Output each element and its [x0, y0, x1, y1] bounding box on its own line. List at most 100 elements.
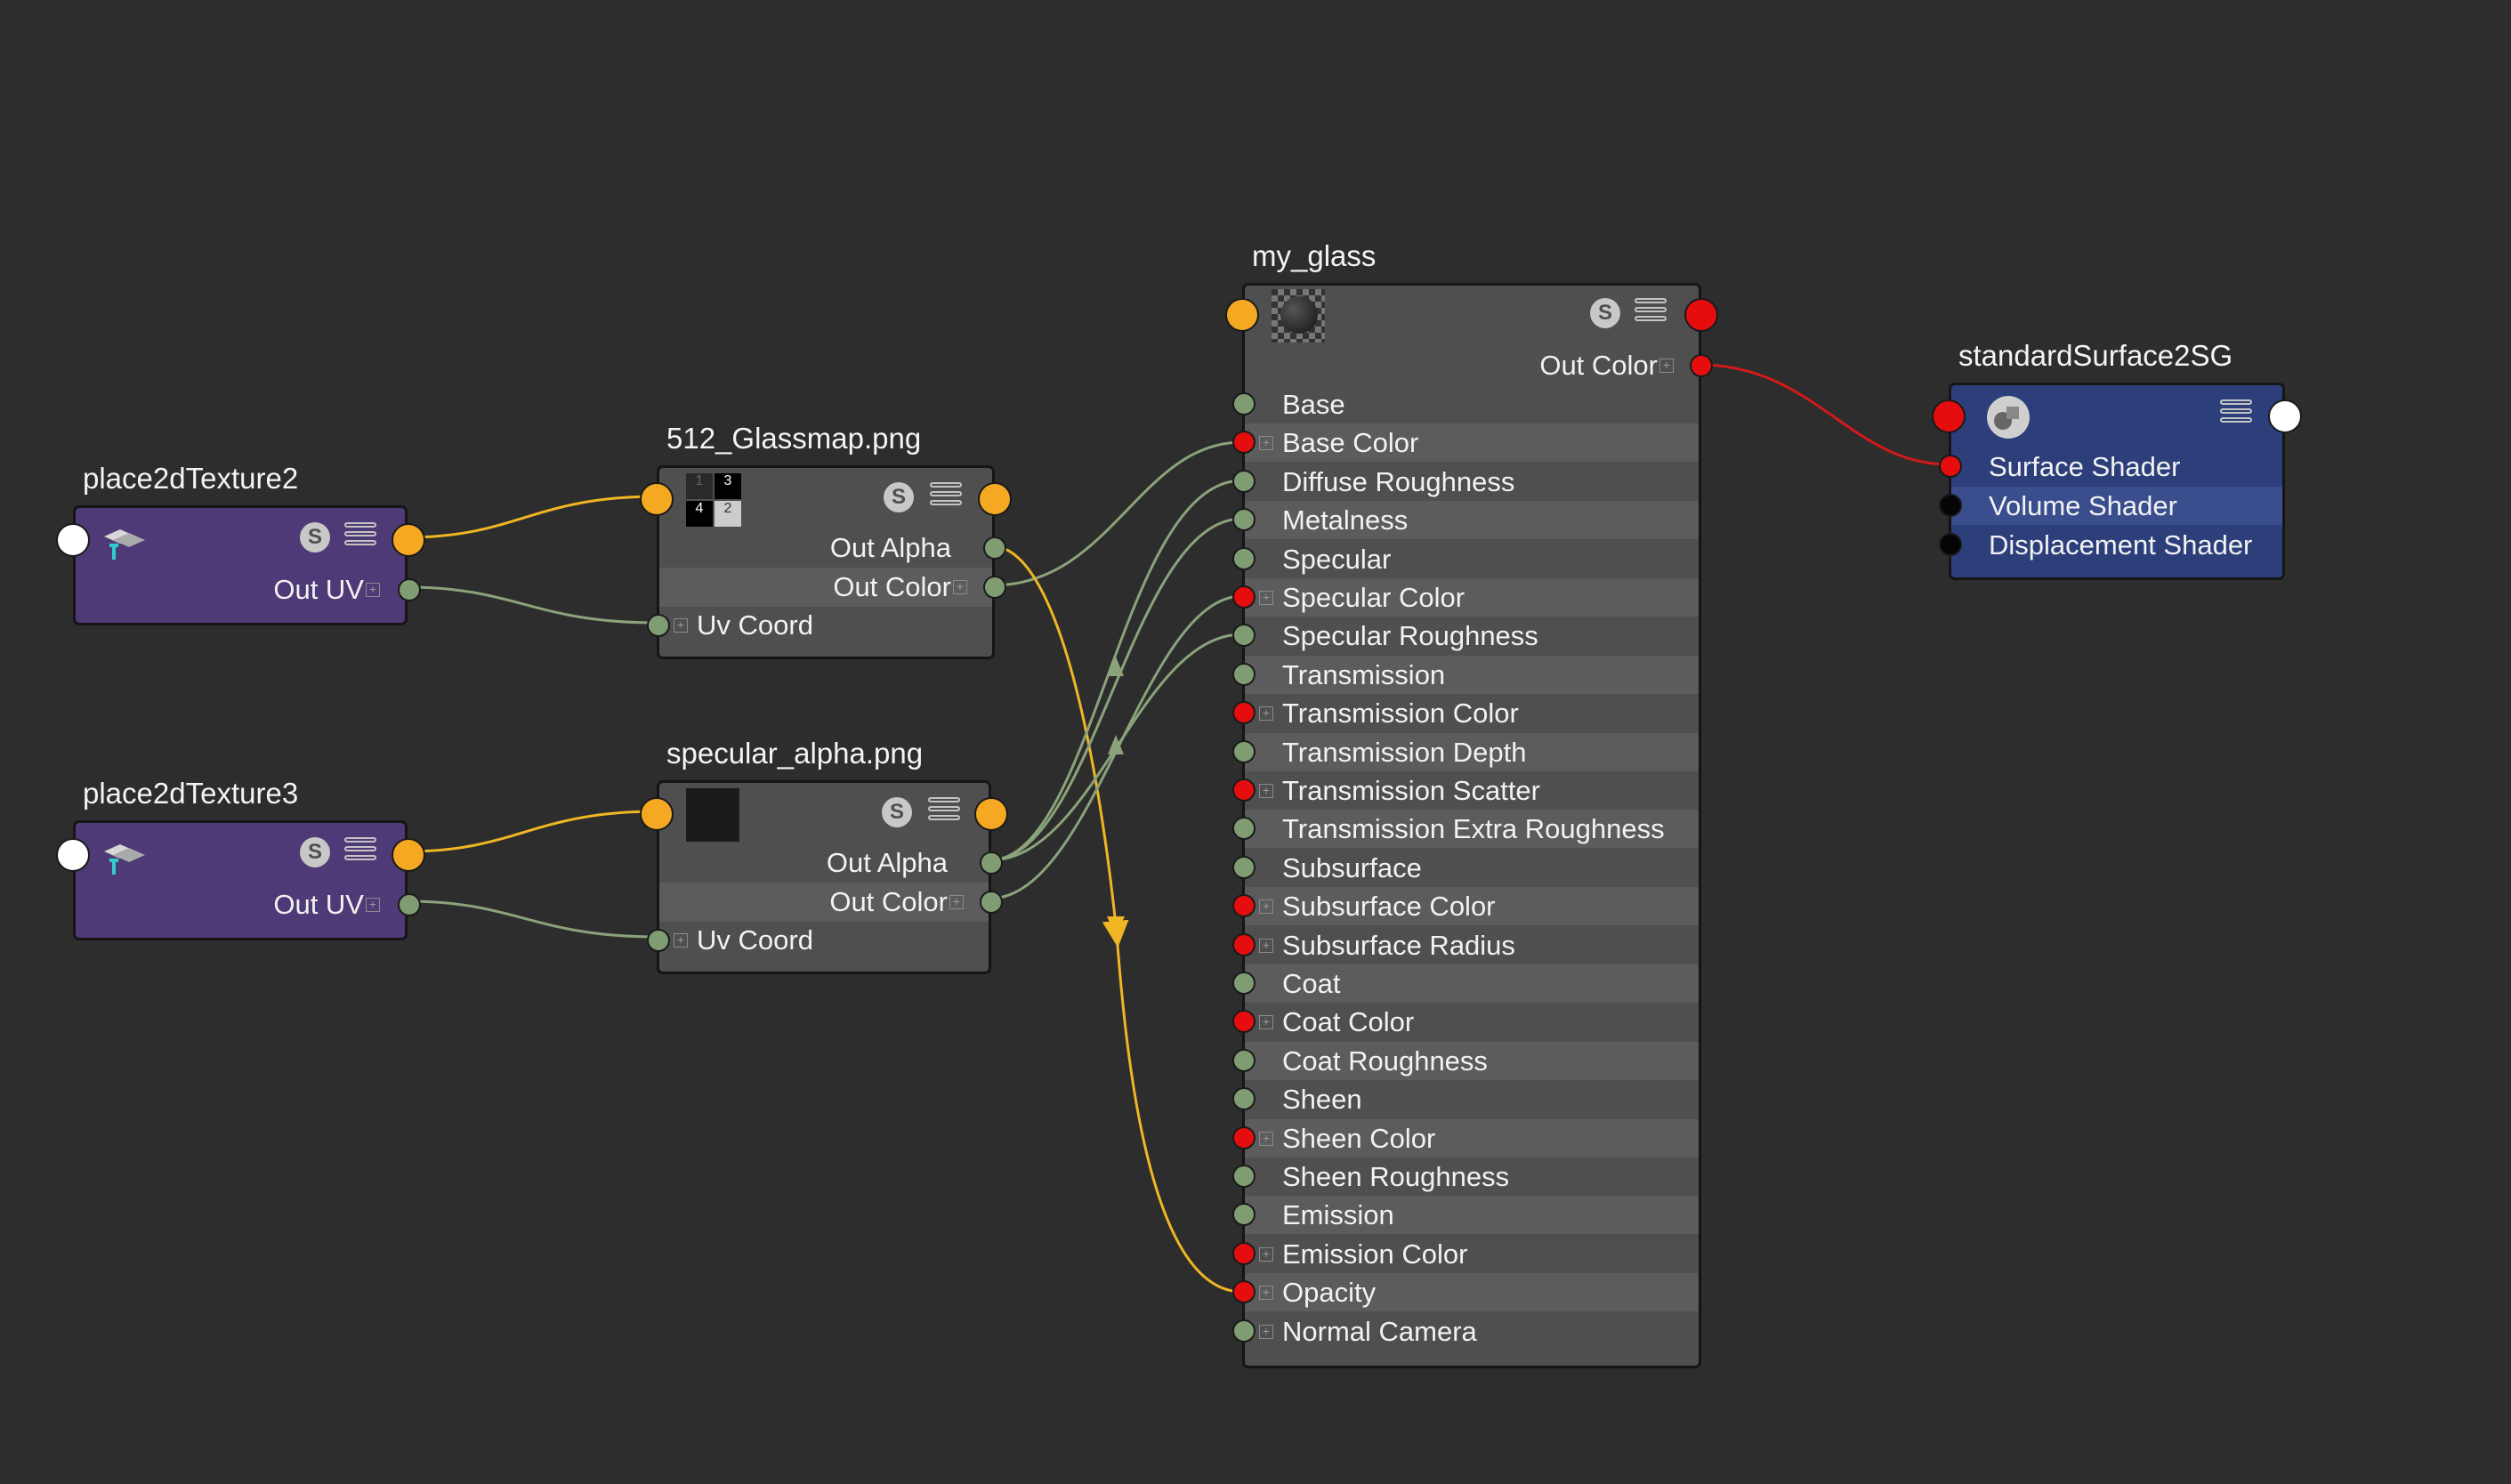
menu-icon[interactable] [1635, 298, 1667, 328]
attribute-row[interactable]: Coat [1232, 964, 1699, 1003]
attribute-row[interactable]: +Sheen Color [1232, 1118, 1699, 1157]
attribute-input-port[interactable] [1232, 972, 1256, 995]
attribute-input-port[interactable] [1232, 701, 1256, 725]
attribute-row[interactable]: Specular Roughness [1232, 617, 1699, 655]
out-color-port[interactable] [980, 891, 1003, 914]
attribute-row[interactable]: +Subsurface Radius [1232, 926, 1699, 964]
attribute-input-port[interactable] [1232, 546, 1256, 570]
input-port[interactable] [56, 838, 90, 872]
attribute-input-port[interactable] [1232, 1048, 1256, 1072]
out-uv-port[interactable] [398, 578, 421, 601]
input-port[interactable] [1225, 298, 1259, 332]
attribute-input-port[interactable] [1232, 392, 1256, 415]
attribute-row[interactable]: Diffuse Roughness [1232, 463, 1699, 501]
expand-icon[interactable]: + [366, 583, 380, 597]
sg-attribute-row[interactable]: Displacement Shader [1939, 526, 2282, 564]
out-color-port[interactable] [1690, 354, 1713, 377]
attribute-row[interactable]: Base [1232, 385, 1699, 423]
output-port[interactable] [392, 838, 425, 872]
s-icon[interactable]: S [300, 837, 330, 867]
attribute-input-port[interactable] [1232, 1165, 1256, 1188]
expand-icon[interactable]: + [1259, 1246, 1273, 1262]
attribute-row[interactable]: +Emission Color [1232, 1235, 1699, 1273]
attribute-input-port[interactable] [1232, 662, 1256, 686]
expand-icon[interactable]: + [674, 618, 688, 633]
output-port[interactable] [974, 797, 1008, 831]
attribute-input-port[interactable] [1232, 817, 1256, 841]
attribute-row[interactable]: Transmission Depth [1232, 732, 1699, 771]
attribute-input-port[interactable] [1232, 932, 1256, 956]
attribute-row[interactable]: Transmission Extra Roughness [1232, 810, 1699, 849]
sg-attribute-row[interactable]: Surface Shader [1939, 448, 2282, 486]
attribute-input-port[interactable] [1232, 1125, 1256, 1149]
expand-icon[interactable]: + [1259, 1015, 1273, 1030]
attribute-input-port[interactable] [1232, 1203, 1256, 1227]
expand-icon[interactable]: + [674, 933, 688, 948]
expand-icon[interactable]: + [953, 580, 967, 594]
attribute-row[interactable]: Emission [1232, 1196, 1699, 1235]
out-alpha-port[interactable] [983, 536, 1006, 560]
out-alpha-port[interactable] [980, 851, 1003, 875]
menu-icon[interactable] [2220, 399, 2252, 430]
menu-icon[interactable] [344, 837, 376, 867]
expand-icon[interactable]: + [1259, 1324, 1273, 1339]
attribute-row[interactable]: +Transmission Scatter [1232, 771, 1699, 810]
input-port[interactable] [1932, 399, 1966, 433]
attribute-input-port[interactable] [1232, 508, 1256, 532]
expand-icon[interactable]: + [1259, 436, 1273, 451]
output-port[interactable] [978, 482, 1012, 516]
attribute-input-port[interactable] [1232, 1241, 1256, 1265]
output-port[interactable] [392, 523, 425, 557]
menu-icon[interactable] [344, 522, 376, 552]
s-icon[interactable]: S [1590, 298, 1620, 328]
expand-icon[interactable]: + [366, 898, 380, 912]
attribute-row[interactable]: Coat Roughness [1232, 1041, 1699, 1080]
attribute-input-port[interactable] [1232, 1280, 1256, 1304]
specular-alpha-file-node[interactable]: specular_alpha.png S Out Alpha Out Color… [640, 737, 1008, 974]
sg-input-port[interactable] [1939, 494, 1962, 517]
attribute-input-port[interactable] [1232, 1319, 1256, 1343]
expand-icon[interactable]: + [1259, 784, 1273, 798]
place2dtexture3-node[interactable]: place2dTexture3 S Out UV + [56, 777, 425, 940]
expand-icon[interactable]: + [1259, 899, 1273, 915]
attribute-input-port[interactable] [1232, 469, 1256, 493]
attribute-row[interactable]: Sheen Roughness [1232, 1157, 1699, 1196]
attribute-row[interactable]: Sheen [1232, 1080, 1699, 1118]
expand-icon[interactable]: + [1259, 591, 1273, 605]
uv-coord-port[interactable] [647, 929, 670, 952]
attribute-input-port[interactable] [1232, 778, 1256, 802]
out-uv-port[interactable] [398, 893, 421, 916]
input-port[interactable] [640, 482, 674, 516]
s-icon[interactable]: S [882, 797, 912, 827]
attribute-input-port[interactable] [1232, 739, 1256, 763]
attribute-row[interactable]: Transmission [1232, 655, 1699, 694]
out-color-port[interactable] [983, 576, 1006, 599]
attribute-row[interactable]: Specular [1232, 540, 1699, 578]
expand-icon[interactable]: + [1259, 938, 1273, 953]
output-port[interactable] [1684, 298, 1718, 332]
attribute-row[interactable]: +Opacity [1232, 1273, 1699, 1312]
s-icon[interactable]: S [884, 482, 914, 512]
attribute-row[interactable]: Subsurface [1232, 849, 1699, 887]
attribute-row[interactable]: Metalness [1232, 501, 1699, 540]
place2dtexture2-node[interactable]: place2dTexture2 S Out UV + [56, 462, 425, 625]
attribute-input-port[interactable] [1232, 624, 1256, 648]
menu-icon[interactable] [928, 797, 960, 827]
expand-icon[interactable]: + [1659, 359, 1674, 373]
sg-input-port[interactable] [1939, 455, 1962, 478]
s-icon[interactable]: S [300, 522, 330, 552]
glassmap-file-node[interactable]: 512_Glassmap.png 1 3 4 2 S Out Alpha Out… [640, 422, 1012, 659]
attribute-row[interactable]: +Base Color [1232, 423, 1699, 463]
expand-icon[interactable]: + [1259, 706, 1273, 722]
attribute-row[interactable]: +Transmission Color [1232, 694, 1699, 732]
attribute-row[interactable]: +Coat Color [1232, 1003, 1699, 1041]
attribute-input-port[interactable] [1232, 894, 1256, 918]
attribute-input-port[interactable] [1232, 431, 1256, 455]
expand-icon[interactable]: + [1259, 1131, 1273, 1146]
sg-attribute-row[interactable]: Volume Shader [1939, 487, 2282, 525]
attribute-row[interactable]: +Subsurface Color [1232, 887, 1699, 926]
sg-input-port[interactable] [1939, 533, 1962, 556]
input-port[interactable] [640, 797, 674, 831]
